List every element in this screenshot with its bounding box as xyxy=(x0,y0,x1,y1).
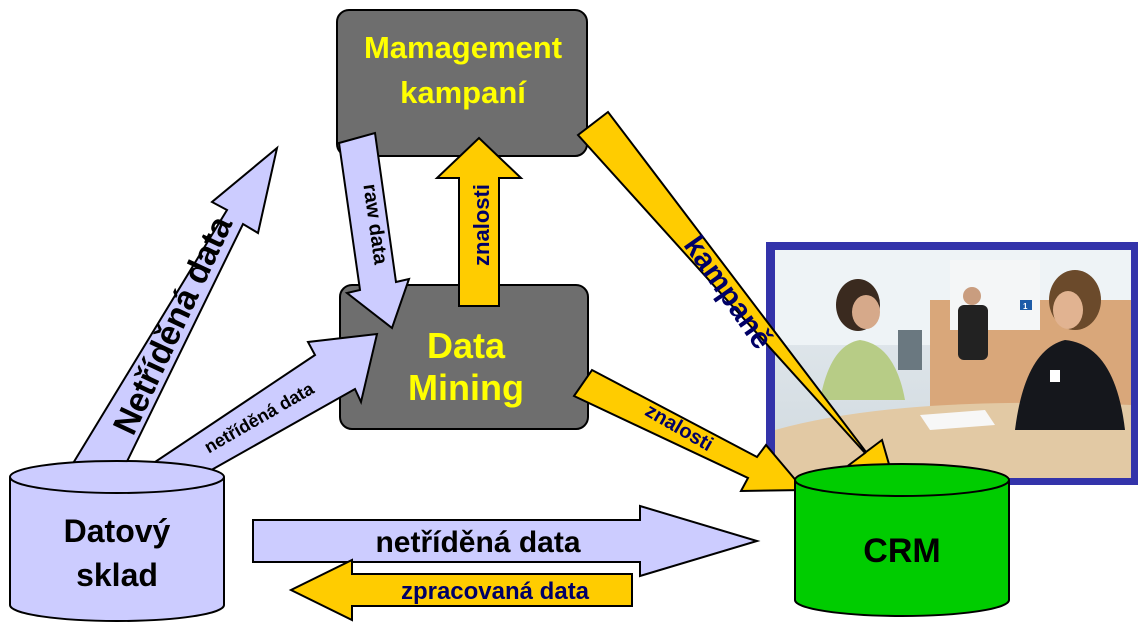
warehouse-label-line1: Datový xyxy=(64,513,171,549)
arrow-kampane-label: kampaně xyxy=(677,230,779,355)
arrow-zpracovana-label: zpracovaná data xyxy=(401,578,590,605)
management-title-line1: Mamagement xyxy=(364,30,562,65)
arrow-znalosti-up-label: znalosti xyxy=(469,184,494,266)
arrow-netridena-bottom: netříděná data xyxy=(252,504,761,578)
management-title-line2: kampaní xyxy=(400,75,527,110)
arrow-znalosti-up: znalosti xyxy=(434,136,524,307)
warehouse-cylinder: Datový sklad xyxy=(9,460,225,622)
office-photo: 1 xyxy=(766,242,1138,485)
crm-label: CRM xyxy=(863,532,940,570)
photo-sign: 1 xyxy=(1023,302,1028,311)
arrow-netridena-bottom-label: netříděná data xyxy=(375,526,580,559)
warehouse-label-line2: sklad xyxy=(76,557,158,593)
datamining-title-line2: Mining xyxy=(408,367,524,408)
arrow-netridena-big-label: Netříděná data xyxy=(106,209,241,440)
arrow-zpracovana: zpracovaná data xyxy=(288,558,633,622)
management-box: Mamagement kampaní xyxy=(336,9,588,157)
crm-cylinder: CRM xyxy=(794,463,1010,617)
datamining-title-line1: Data xyxy=(427,325,506,366)
